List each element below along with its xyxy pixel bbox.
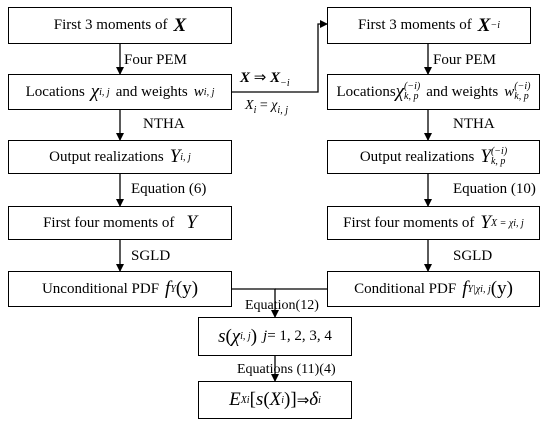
label-sgld-right: SGLD [453, 248, 493, 264]
label-equation-12: Equation(12) [245, 298, 319, 313]
label-ntha-left: NTHA [143, 116, 185, 132]
label-sgld-left: SGLD [131, 248, 171, 264]
label-equation-6: Equation (6) [131, 181, 207, 197]
label-four-pem-left: Four PEM [124, 52, 187, 68]
label-equation-10: Equation (10) [453, 181, 536, 197]
label-four-pem-right: Four PEM [433, 52, 496, 68]
label-x-implies-x-minus-i: X ⇒ X−i [240, 70, 290, 89]
label-xi-equals-chi: Xi = χi, j [245, 98, 288, 116]
label-ntha-right: NTHA [453, 116, 495, 132]
label-equations-11-4: Equations (11)(4) [237, 362, 336, 377]
arrow-conditional-branch [232, 20, 328, 93]
